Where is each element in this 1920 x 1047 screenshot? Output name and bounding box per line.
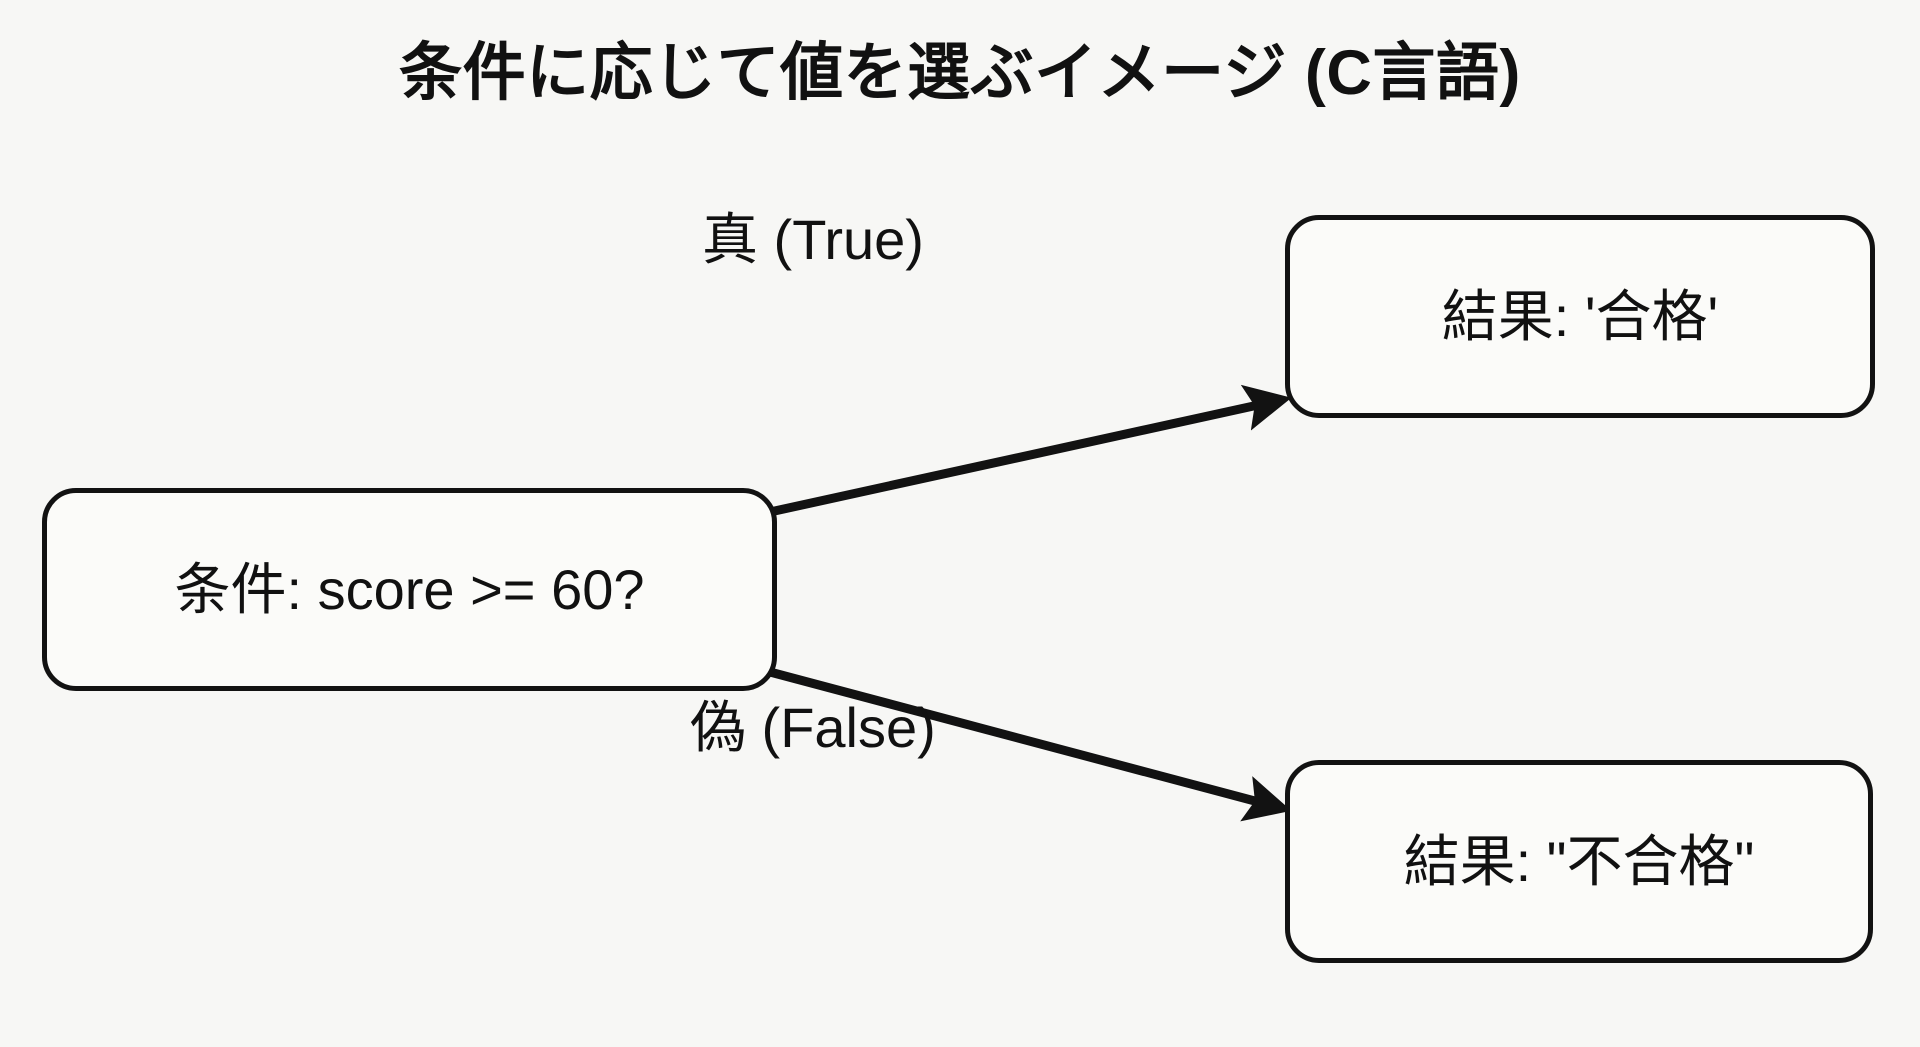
- node-result-false[interactable]: 結果: "不合格": [1285, 760, 1873, 963]
- node-condition[interactable]: 条件: score >= 60?: [42, 488, 777, 691]
- edge-label-true: 真 (True): [702, 208, 924, 271]
- page-title: 条件に応じて値を選ぶイメージ (C言語): [399, 38, 1521, 108]
- node-condition-label: 条件: score >= 60?: [174, 557, 645, 621]
- edge-true-arrow: [769, 384, 1292, 517]
- node-result-true[interactable]: 結果: '合格': [1285, 215, 1875, 418]
- node-result-true-label: 結果: '合格': [1441, 284, 1719, 348]
- edge-label-false: 偽 (False): [690, 696, 936, 759]
- edge-false-arrow: [768, 667, 1292, 822]
- node-result-false-label: 結果: "不合格": [1403, 829, 1755, 893]
